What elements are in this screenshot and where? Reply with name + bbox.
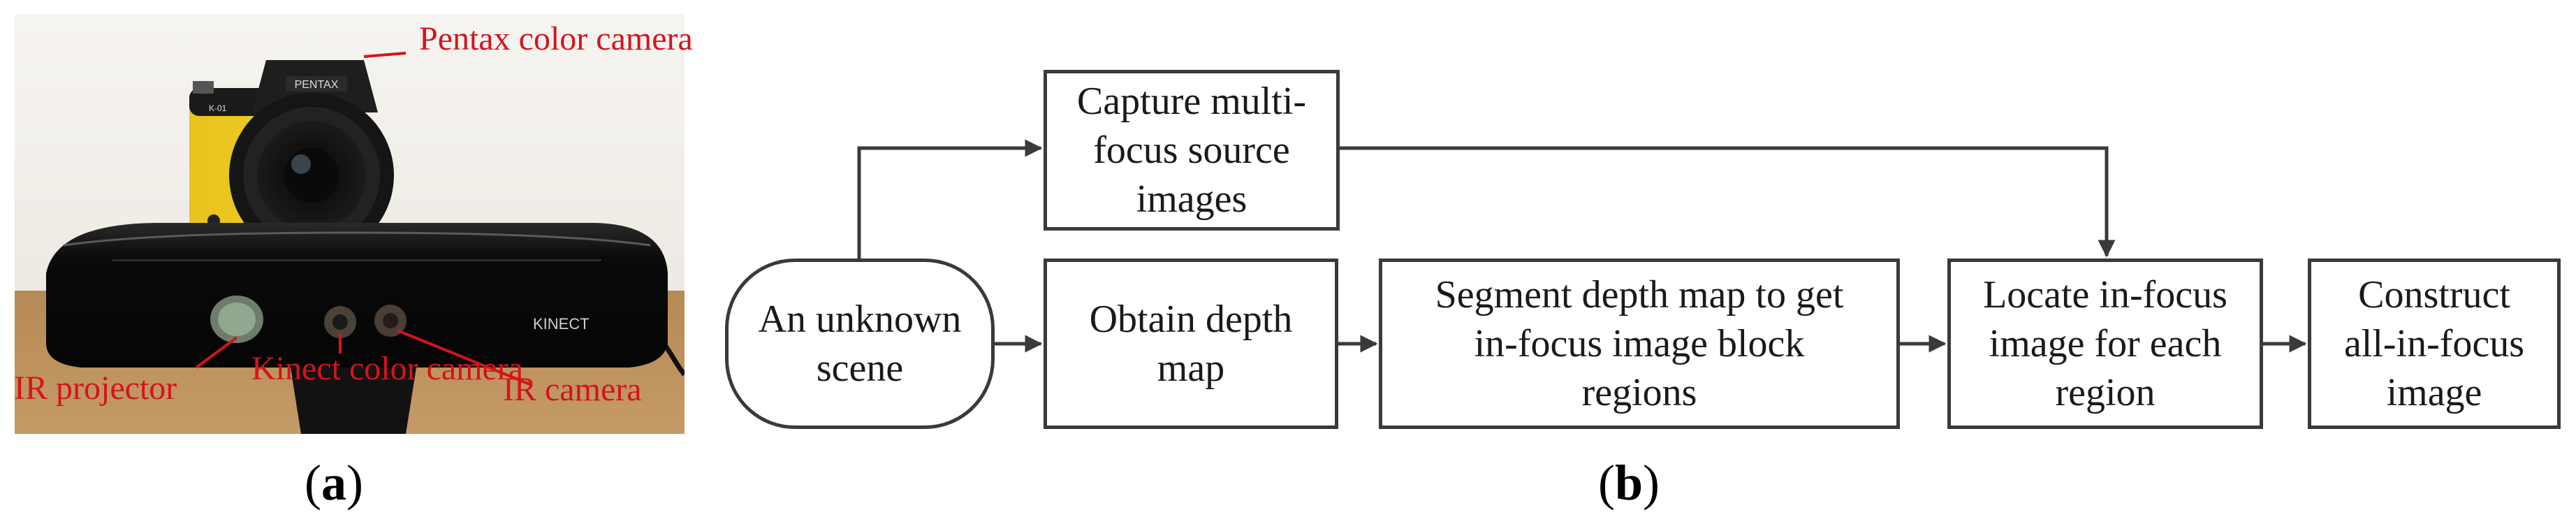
node-construct-all-in-focus: Construct all-in-focus image xyxy=(2308,259,2561,429)
caption-paren-open: ( xyxy=(1598,455,1615,511)
panel-a-caption: (a) xyxy=(305,454,363,512)
node-locate-in-focus-image: Locate in-focus image for each region xyxy=(1947,259,2263,429)
panel-b-caption: (b) xyxy=(1598,454,1660,512)
caption-letter: a xyxy=(321,455,346,511)
caption-letter: b xyxy=(1614,455,1644,511)
caption-paren-close: ) xyxy=(1643,455,1660,511)
kinect-brand-text: KINECT xyxy=(533,315,590,333)
ir-projector-label: IR projector xyxy=(14,370,177,407)
node-capture-source-images: Capture multi- focus source images xyxy=(1044,70,1340,231)
arrow-start-to-capture xyxy=(857,139,1043,259)
node-obtain-depth-map: Obtain depth map xyxy=(1044,259,1338,429)
camera-model-text: K-01 xyxy=(209,103,227,113)
caption-paren-close: ) xyxy=(346,455,363,511)
pentax-camera-label: Pentax color camera xyxy=(419,20,693,57)
kinect-color-camera-label: Kinect color camera xyxy=(251,350,524,387)
camera-brand-text: PENTAX xyxy=(295,79,339,91)
ir-camera-label: IR camera xyxy=(503,371,642,408)
kinect-camera-photo: PENTAX K-01 KINECT xyxy=(15,15,685,434)
node-segment-depth-map: Segment depth map to get in-focus image … xyxy=(1379,259,1900,429)
caption-paren-open: ( xyxy=(305,455,321,511)
arrow-capture-to-locate xyxy=(1340,146,2116,258)
node-unknown-scene: An unknown scene xyxy=(725,259,995,429)
